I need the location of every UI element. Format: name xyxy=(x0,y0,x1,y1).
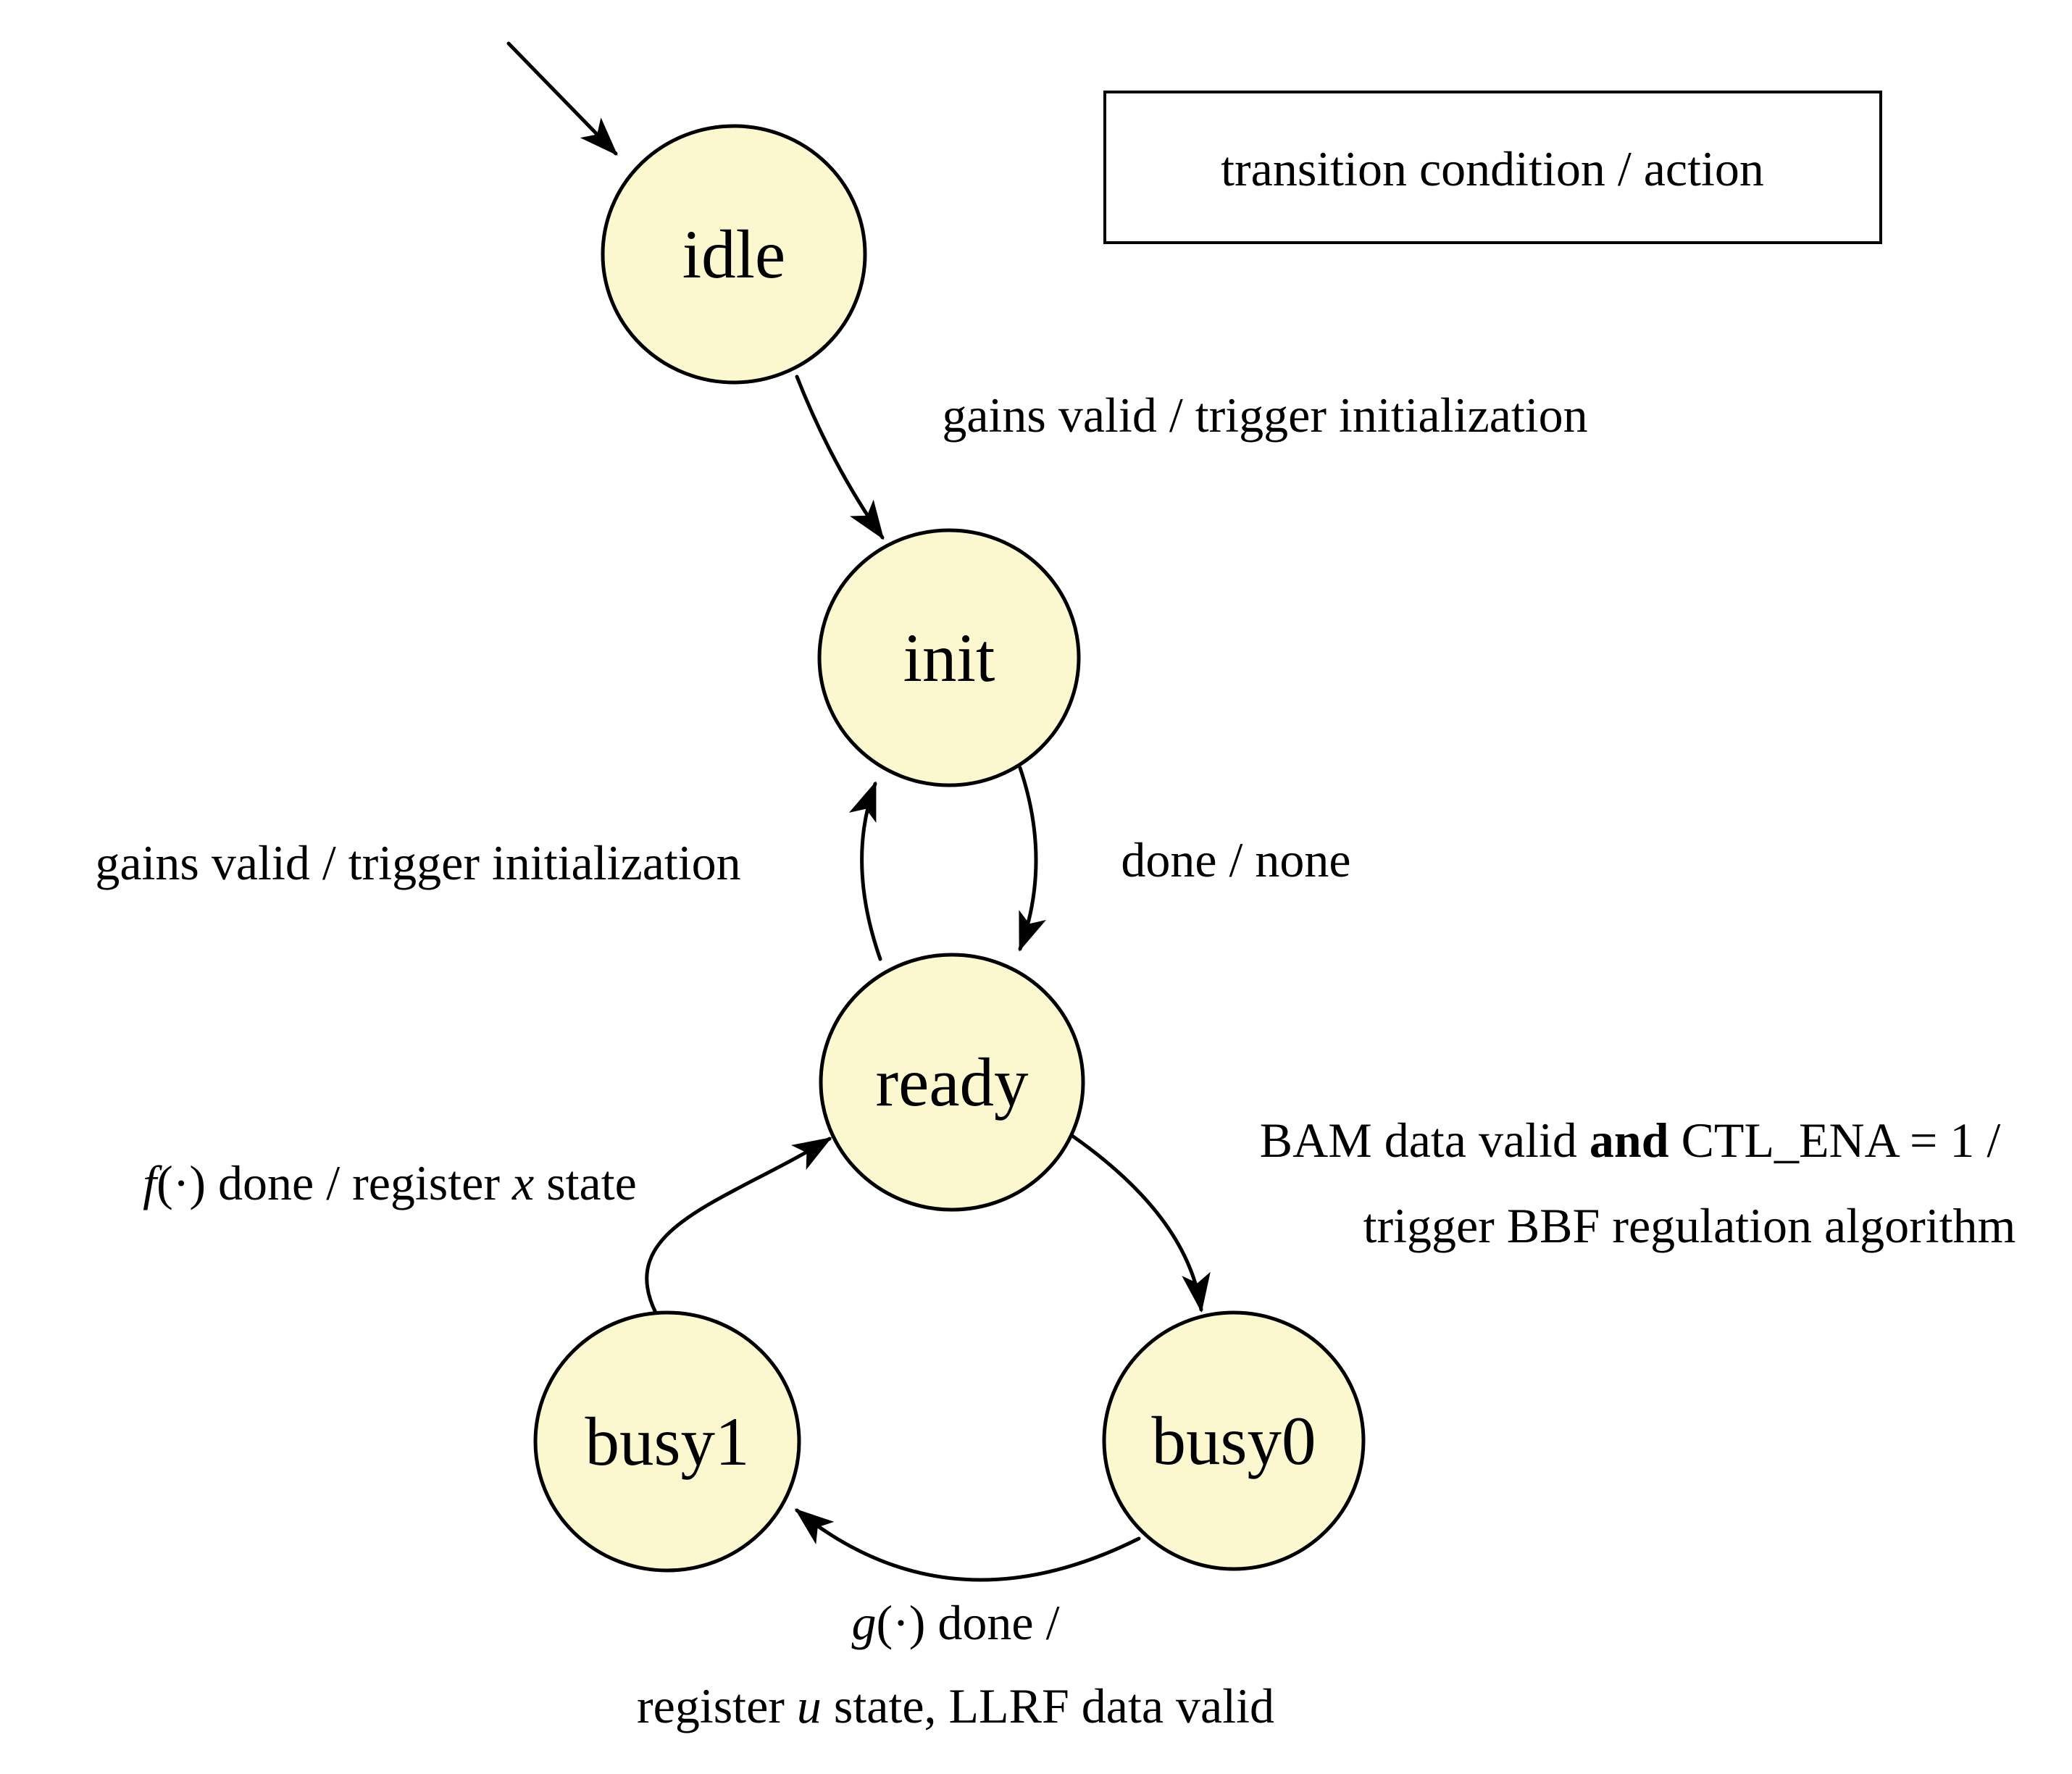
legend: transition condition / action xyxy=(1103,91,1882,244)
edge-ready-to-busy0 xyxy=(1070,1134,1211,1313)
edge-label-text: register xyxy=(637,1678,797,1733)
edge-label-text: (·) done / register xyxy=(156,1155,512,1210)
edge-label-idle-to-init: gains valid / trigger initialization xyxy=(942,388,1587,443)
edge-label-text-italic: x xyxy=(511,1155,534,1210)
edge-label-busy1-to-ready: f(·) done / register x state xyxy=(143,1155,637,1210)
state-circle-idle xyxy=(601,124,867,385)
edges: gains valid / trigger initialization don… xyxy=(95,41,2016,1733)
state-circle-init xyxy=(817,528,1081,787)
edge-label-ready-to-busy0-line1: BAM data valid and CTL_ENA = 1 / xyxy=(1260,1113,2001,1168)
edge-busy1-to-ready xyxy=(645,1137,832,1315)
state-label-ready: ready xyxy=(876,1044,1029,1121)
edge-label-text: BAM data valid xyxy=(1260,1113,1589,1168)
legend-label: transition condition / action xyxy=(1221,141,1764,196)
edge-label-text: (·) done / xyxy=(876,1595,1059,1650)
edge-label-text-italic: g xyxy=(851,1595,876,1650)
edge-label-ready-to-busy0-line2: trigger BBF regulation algorithm xyxy=(1363,1198,2016,1253)
edge-ready-to-init xyxy=(848,781,882,961)
edge-label-busy0-to-busy1-line1: g(·) done / xyxy=(851,1595,1059,1650)
edge-busy0-to-busy1 xyxy=(794,1508,1141,1582)
state-busy0: busy0 xyxy=(1102,1310,1366,1571)
edge-idle-to-init xyxy=(795,375,885,540)
edge-label-text: state xyxy=(534,1155,637,1210)
state-label-busy1: busy1 xyxy=(585,1403,750,1480)
edge-label-init-to-ready: done / none xyxy=(1121,832,1350,887)
state-ready: ready xyxy=(819,953,1085,1212)
state-idle: idle xyxy=(601,124,867,385)
state-label-init: init xyxy=(903,619,995,696)
states: idle init ready busy1 busy0 xyxy=(533,124,1366,1573)
edge-init-to-ready xyxy=(1018,766,1046,952)
edge-label-busy0-to-busy1-line2: register u state, LLRF data valid xyxy=(637,1678,1274,1733)
state-circle-busy0 xyxy=(1102,1310,1366,1571)
edge-label-text-bold: and xyxy=(1589,1113,1669,1168)
state-label-idle: idle xyxy=(682,216,785,293)
state-circle-busy1 xyxy=(533,1310,801,1573)
state-init: init xyxy=(817,528,1081,787)
edge-label-ready-to-init: gains valid / trigger initialization xyxy=(95,835,740,890)
state-busy1: busy1 xyxy=(533,1310,801,1573)
legend-box xyxy=(1103,91,1882,244)
edge-label-text: state, LLRF data valid xyxy=(822,1678,1274,1733)
state-circle-ready xyxy=(819,953,1085,1212)
edge-label-text: CTL_ENA = 1 / xyxy=(1669,1113,2001,1168)
edge-label-text-italic: u xyxy=(797,1678,822,1733)
edge-start-to-idle xyxy=(506,41,618,156)
state-label-busy0: busy0 xyxy=(1152,1402,1316,1479)
